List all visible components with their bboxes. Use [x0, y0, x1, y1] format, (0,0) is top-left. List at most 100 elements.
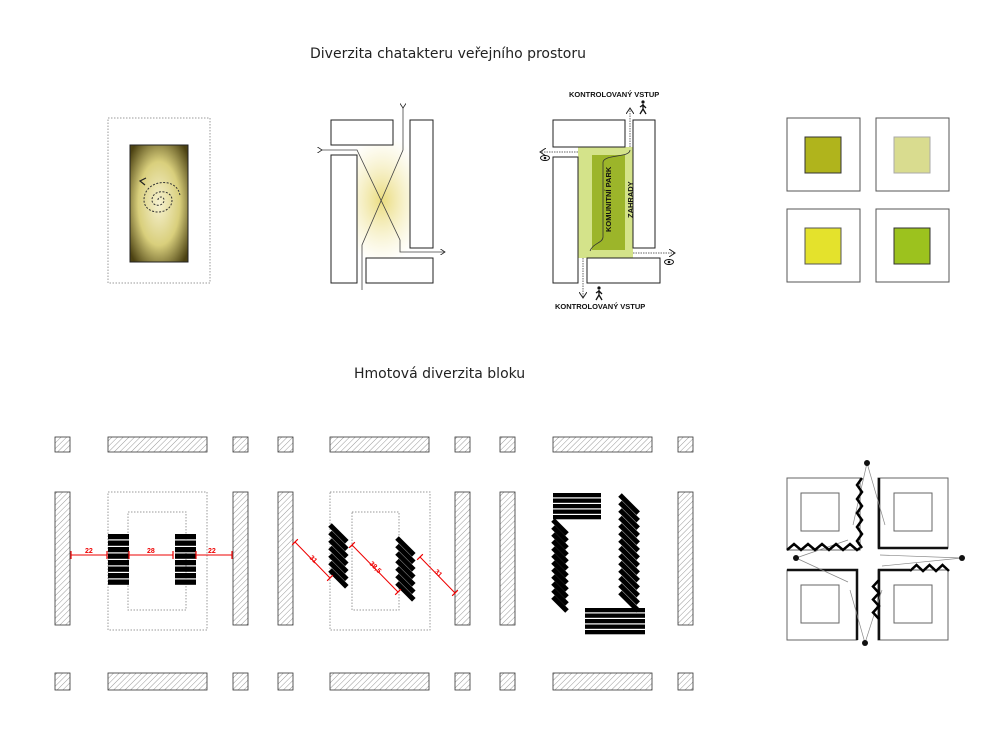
hatched-block: [499, 436, 516, 453]
neighbouring-blocks: [54, 436, 694, 691]
hatched-block: [552, 436, 653, 453]
building-stripe: [618, 568, 640, 590]
spiral-arrow-icon: [138, 177, 147, 186]
hatched-block: [54, 436, 71, 453]
diagram-crossing: [322, 108, 445, 290]
hatched-block: [552, 672, 653, 691]
hatched-block: [454, 491, 471, 626]
building-stripe: [551, 525, 569, 543]
panel-parallel-blocks: 22 28 22: [70, 491, 233, 631]
dimension-label: 31: [308, 554, 319, 565]
building-stripe: [328, 523, 349, 544]
label-entry-top: KONTROLOVANÝ VSTUP: [569, 90, 659, 99]
building-stripe: [585, 608, 645, 613]
building-stripe: [585, 630, 645, 635]
diagram-controlled-entries: KONTROLOVANÝ VSTUP KONTROLOVANÝ VSTUP KO…: [540, 90, 675, 311]
building-stripe: [551, 595, 569, 613]
building-stripe: [175, 573, 196, 579]
hatched-block: [54, 491, 71, 626]
spiral-path: [143, 182, 181, 213]
hatched-block: [232, 436, 249, 453]
panel-zigzag-corners: [786, 460, 965, 646]
building-stripe: [585, 619, 645, 624]
label-entry-bottom: KONTROLOVANÝ VSTUP: [555, 302, 645, 311]
building-stripe: [175, 540, 196, 546]
title-block-mass-diversity: Hmotová diverzita bloku: [354, 366, 526, 382]
building-stripe: [618, 545, 640, 568]
building-stripe: [618, 583, 640, 605]
building-stripe: [108, 547, 129, 553]
hatched-block: [107, 436, 208, 453]
color-square: [804, 227, 842, 265]
hatched-block: [499, 491, 516, 626]
hatched-block: [232, 672, 249, 691]
zigzag-facade: [871, 579, 881, 620]
building-stripe: [328, 530, 349, 552]
building-stripe: [551, 553, 569, 571]
building-stripe: [585, 613, 645, 618]
building-stripe: [618, 493, 640, 515]
hatched-block: [277, 436, 294, 453]
building-stripe: [618, 553, 640, 575]
hatched-block: [277, 491, 294, 626]
building-stripe: [108, 579, 129, 585]
hatched-block: [454, 672, 471, 691]
building-stripe: [551, 546, 569, 564]
building-stripe: [108, 534, 129, 540]
building-stripe: [553, 498, 601, 503]
hatched-block: [232, 491, 249, 626]
panel-diagonal-blocks: 31 38,5 31: [291, 491, 459, 631]
hatched-block: [677, 491, 694, 626]
dimension-label: 38,5: [368, 560, 383, 575]
building-stripe: [618, 530, 640, 553]
label-gardens: ZAHRADY: [626, 181, 635, 218]
zigzag-facade: [786, 542, 861, 552]
hatched-block: [677, 672, 694, 691]
building-stripe: [618, 538, 640, 560]
building-stripe: [618, 560, 640, 583]
panel-varied-blocks: [551, 493, 645, 635]
building-stripe: [618, 590, 640, 613]
title-public-space-diversity: Diverzita chatakteru veřejního prostoru: [310, 46, 586, 62]
building-stripe: [175, 560, 196, 566]
building-stripe: [108, 540, 129, 546]
building-stripe: [175, 566, 196, 572]
building-stripe: [108, 573, 129, 579]
building-stripe: [175, 534, 196, 540]
color-square: [893, 227, 931, 265]
hatched-block: [499, 672, 516, 691]
building-stripe: [553, 509, 601, 514]
building-stripe: [108, 566, 129, 572]
building-stripe: [551, 581, 569, 599]
building-stripe: [618, 500, 640, 523]
diagram-spiral: [107, 117, 211, 284]
building-stripe: [551, 518, 569, 536]
diagram-color-squares: [786, 117, 950, 283]
building-stripe: [585, 624, 645, 629]
label-community-park: KOMUNITNÍ PARK: [604, 166, 613, 232]
building-stripe: [175, 547, 196, 553]
zigzag-facade: [909, 563, 950, 573]
building-stripe: [551, 539, 569, 557]
building-stripe: [175, 553, 196, 559]
building-stripe: [395, 536, 416, 557]
color-square: [893, 136, 931, 174]
hatched-block: [677, 436, 694, 453]
color-square: [804, 136, 842, 174]
hatched-block: [329, 672, 430, 691]
pedestrian-icon: [639, 100, 647, 115]
pedestrian-icon: [595, 286, 603, 301]
building-stripe: [175, 579, 196, 585]
hatched-block: [454, 436, 471, 453]
building-stripe: [553, 515, 601, 520]
building-stripe: [553, 504, 601, 509]
dimension-label: 22: [85, 548, 93, 555]
dimension-label: 28: [147, 548, 155, 555]
building-stripe: [618, 508, 640, 530]
hatched-block: [277, 672, 294, 691]
eye-icon: [664, 259, 674, 265]
eye-icon: [540, 155, 550, 161]
dimension-label: 22: [208, 548, 216, 555]
hatched-block: [107, 672, 208, 691]
